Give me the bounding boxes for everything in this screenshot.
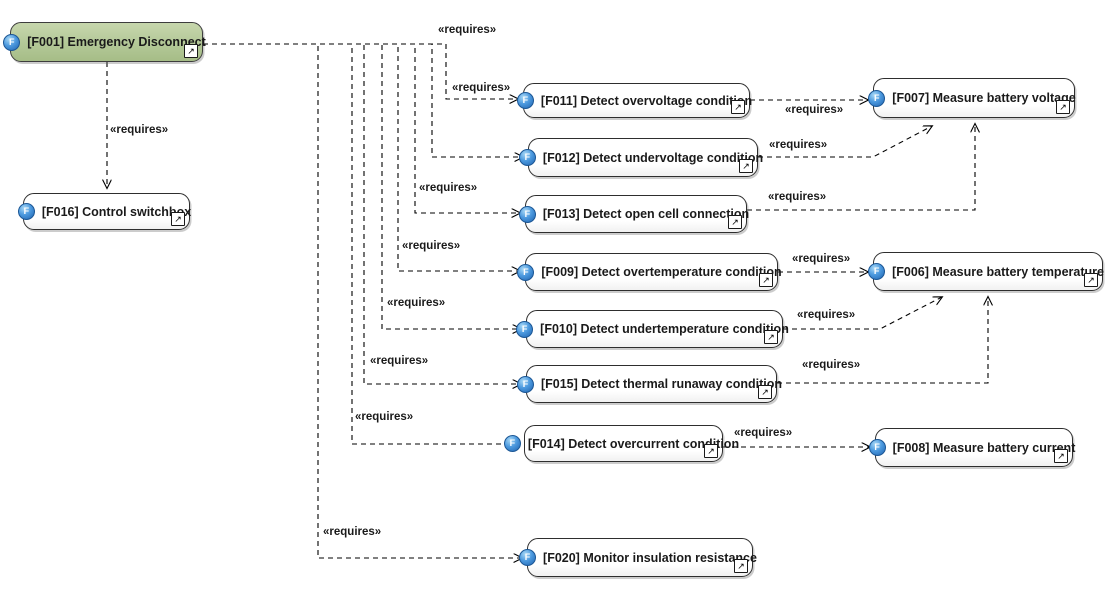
function-node-f006[interactable]: F [F006] Measure battery temperature ↗ — [868, 252, 1104, 291]
node-label: [F001] Emergency Disconnect — [27, 35, 206, 49]
edge-label-f012-f007: «requires» — [769, 139, 828, 151]
navigate-icon[interactable]: ↗ — [1056, 100, 1070, 114]
edge-f012-f007[interactable] — [758, 126, 932, 158]
node-label: [F007] Measure battery voltage — [892, 91, 1076, 105]
function-icon: F — [517, 263, 535, 281]
function-node-f010[interactable]: F [F010] Detect undertemperature conditi… — [516, 310, 789, 348]
function-node-f015[interactable]: F [F015] Detect thermal runaway conditio… — [516, 365, 782, 403]
edge-f001-f012[interactable] — [203, 43, 523, 157]
function-node-f014[interactable]: F [F014] Detect overcurrent condition ↗ — [503, 425, 739, 462]
function-icon: F — [516, 320, 534, 338]
edge-label-f010-f006: «requires» — [797, 309, 856, 321]
edge-f001-f014[interactable] — [203, 43, 519, 444]
navigate-icon[interactable]: ↗ — [704, 444, 718, 458]
function-icon: F — [518, 149, 536, 166]
edge-f015-f006[interactable] — [777, 297, 988, 384]
edge-label-f009-f006: «requires» — [792, 253, 851, 265]
edge-label-f001-f015: «requires» — [370, 355, 429, 367]
edge-f001-f013[interactable] — [203, 43, 520, 213]
navigate-icon[interactable]: ↗ — [734, 559, 748, 573]
edge-label-f015-f006: «requires» — [802, 359, 861, 371]
function-icon: F — [868, 263, 886, 280]
function-icon: F — [518, 205, 536, 223]
function-icon: F — [516, 92, 534, 109]
function-node-f008[interactable]: F [F008] Measure battery current ↗ — [868, 428, 1076, 467]
edge-f001-f020[interactable] — [203, 43, 522, 558]
function-node-f001[interactable]: F [F001] Emergency Disconnect ↗ — [3, 22, 206, 62]
function-icon: F — [503, 435, 521, 452]
function-icon: F — [868, 89, 886, 107]
navigate-icon[interactable]: ↗ — [758, 385, 772, 399]
function-node-f007[interactable]: F [F007] Measure battery voltage ↗ — [868, 78, 1076, 118]
function-node-f012[interactable]: F [F012] Detect undervoltage condition ↗ — [518, 138, 763, 177]
navigate-icon[interactable]: ↗ — [1054, 449, 1068, 463]
function-icon: F — [516, 375, 534, 393]
edge-f001-f010[interactable] — [203, 43, 521, 329]
edge-label-f001-f012: «requires» — [438, 24, 497, 36]
node-label: [F015] Detect thermal runaway condition — [540, 377, 783, 391]
navigate-icon[interactable]: ↗ — [184, 44, 198, 58]
edge-label-f001-f013: «requires» — [419, 182, 478, 194]
navigate-icon[interactable]: ↗ — [171, 212, 185, 226]
edge-label-f013-f007: «requires» — [768, 191, 827, 203]
navigate-icon[interactable]: ↗ — [731, 100, 745, 114]
node-label: [F012] Detect undervoltage condition — [542, 150, 764, 165]
node-label: [F010] Detect undertemperature condition — [540, 322, 789, 336]
node-label: [F014] Detect overcurrent condition — [527, 436, 740, 451]
node-label: [F008] Measure battery current — [892, 440, 1076, 455]
edge-label-f014-f008: «requires» — [734, 427, 793, 439]
navigate-icon[interactable]: ↗ — [728, 215, 742, 229]
navigate-icon[interactable]: ↗ — [759, 273, 773, 287]
navigate-icon[interactable]: ↗ — [764, 330, 778, 344]
node-label: [F011] Detect overvoltage condition — [540, 93, 753, 108]
edge-label-f001-f014: «requires» — [355, 411, 414, 423]
edge-label-f001-f020: «requires» — [323, 526, 382, 538]
node-label: [F009] Detect overtemperature condition — [541, 265, 782, 279]
function-node-f016[interactable]: F [F016] Control switchbox ↗ — [17, 193, 192, 230]
edge-label-f001-f009: «requires» — [402, 240, 461, 252]
navigate-icon[interactable]: ↗ — [739, 159, 753, 173]
function-icon: F — [868, 439, 886, 456]
edge-label-f001-f016: «requires» — [110, 124, 169, 136]
function-node-f011[interactable]: F [F011] Detect overvoltage condition ↗ — [516, 83, 753, 118]
edge-label-f001-f010: «requires» — [387, 297, 446, 309]
node-label: [F020] Monitor insulation resistance — [543, 550, 757, 565]
node-label: [F013] Detect open cell connection — [542, 207, 750, 221]
function-icon: F — [3, 33, 21, 51]
function-icon: F — [519, 549, 537, 566]
navigate-icon[interactable]: ↗ — [1084, 273, 1098, 287]
edge-f001-f009[interactable] — [203, 43, 520, 271]
node-label: [F016] Control switchbox — [41, 204, 192, 219]
function-node-f013[interactable]: F [F013] Detect open cell connection ↗ — [518, 195, 750, 233]
node-label: [F006] Measure battery temperature — [892, 264, 1104, 279]
function-node-f009[interactable]: F [F009] Detect overtemperature conditio… — [517, 253, 782, 291]
function-icon: F — [17, 203, 35, 220]
edge-label-f001-f011: «requires» — [452, 82, 511, 94]
function-node-f020[interactable]: F [F020] Monitor insulation resistance ↗ — [519, 538, 757, 577]
edge-f013-f007[interactable] — [747, 124, 975, 211]
edge-f001-f015[interactable] — [203, 43, 521, 384]
edge-label-f011-f007: «requires» — [785, 104, 844, 116]
